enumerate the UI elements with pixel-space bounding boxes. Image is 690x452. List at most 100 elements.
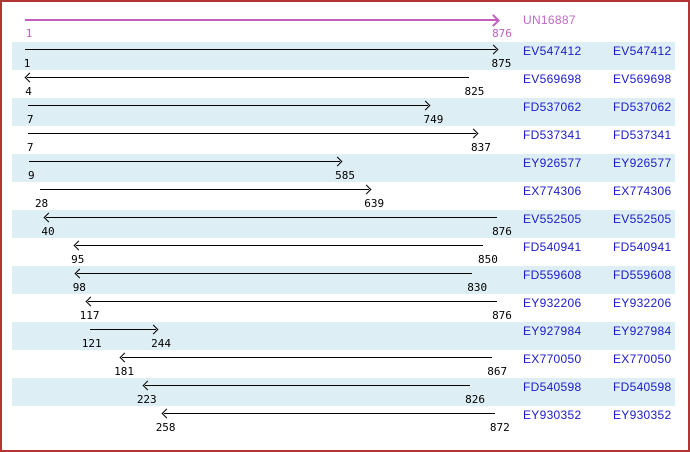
alignment-arrow[interactable] [24,72,470,83]
alignment-row: 9 585 EY926577 EY926577 [12,154,675,182]
alignment-end-coord: 837 [471,141,491,154]
accession-link-secondary[interactable]: FD537062 [613,100,672,114]
alignment-row: 258 872 EY930352 EY930352 [12,406,675,434]
alignment-start-coord: 223 [136,393,157,406]
alignment-arrow[interactable] [29,156,343,167]
reference-row: 1 876 UN16887 [2,2,688,42]
accession-link-secondary[interactable]: FD540598 [613,380,672,394]
alignment-arrow[interactable] [74,268,473,279]
arrowhead-left-icon [85,296,96,307]
arrowhead-right-icon [468,128,479,139]
alignment-row: 223 826 FD540598 FD540598 [12,378,675,406]
alignment-end-coord: 825 [464,85,485,98]
alignment-end-coord: 850 [478,253,498,266]
accession-link-secondary[interactable]: EY926577 [613,156,672,170]
reference-arrow [25,14,500,27]
alignment-arrow[interactable] [28,100,431,111]
accession-link-secondary[interactable]: EV547412 [613,44,672,58]
alignment-end-coord: 876 [492,309,512,322]
alignment-start-coord: 181 [114,365,135,378]
alignment-arrow[interactable] [142,380,471,391]
alignment-end-coord: 585 [335,169,355,182]
alignment-arrow[interactable] [43,212,497,223]
accession-link-secondary[interactable]: EY930352 [613,408,672,422]
accession-link-secondary[interactable]: EY932206 [613,296,672,310]
arrowhead-left-icon [43,212,54,223]
accession-link[interactable]: EX770050 [523,352,582,366]
alignment-arrow[interactable] [89,324,159,335]
accession-link[interactable]: EV569698 [523,72,582,86]
reference-accession-link[interactable]: UN16887 [523,13,576,27]
alignment-start-coord: 9 [28,169,35,182]
arrowhead-right-icon [148,324,159,335]
accession-link[interactable]: EV552505 [523,212,582,226]
alignment-row: 4 825 EV569698 EV569698 [12,70,675,98]
alignment-arrow[interactable] [119,352,493,363]
accession-link[interactable]: FD537341 [523,128,582,142]
alignment-row: 7 749 FD537062 FD537062 [12,98,675,126]
alignment-start-coord: 121 [81,337,102,350]
accession-link-secondary[interactable]: FD559608 [613,268,672,282]
alignment-start-coord: 95 [71,253,85,266]
alignment-start-coord: 4 [25,85,32,98]
alignment-start-coord: 117 [79,309,100,322]
alignment-row: 117 876 EY932206 EY932206 [12,294,675,322]
arrowhead-left-icon [73,240,84,251]
arrowhead-right-icon [487,14,500,27]
accession-link[interactable]: FD537062 [523,100,582,114]
alignment-start-coord: 28 [34,197,49,210]
arrowhead-left-icon [161,408,172,419]
alignment-end-coord: 876 [492,225,512,238]
alignment-row: 28 639 EX774306 EX774306 [12,182,675,210]
alignment-arrow[interactable] [25,44,499,55]
alignment-end-coord: 749 [423,113,444,126]
alignment-start-coord: 258 [155,421,176,434]
accession-link-secondary[interactable]: EV552505 [613,212,672,226]
alignment-row: 1 875 EV547412 EV547412 [12,42,675,70]
alignment-end-coord: 244 [151,337,172,350]
accession-link[interactable]: EX774306 [523,184,582,198]
alignment-end-coord: 872 [489,421,510,434]
alignment-row: 181 867 EX770050 EX770050 [12,350,675,378]
alignment-row: 40 876 EV552505 EV552505 [12,210,675,238]
alignment-start-coord: 7 [26,113,34,126]
alignment-start-coord: 98 [72,281,86,294]
arrowhead-left-icon [142,380,153,391]
alignment-start-coord: 7 [26,141,34,154]
accession-link-secondary[interactable]: EX774306 [613,184,672,198]
alignment-arrow[interactable] [28,128,479,139]
alignment-row: 98 830 FD559608 FD559608 [12,266,675,294]
alignment-arrow[interactable] [39,184,372,195]
accession-link[interactable]: EY930352 [523,408,582,422]
accession-link[interactable]: FD559608 [523,268,582,282]
alignment-arrow[interactable] [85,296,497,307]
alignment-end-coord: 875 [491,57,512,70]
accession-link[interactable]: EY926577 [523,156,582,170]
arrowhead-left-icon [119,352,130,363]
alignment-arrow[interactable] [161,408,495,419]
arrowhead-left-icon [24,72,35,83]
alignment-start-coord: 40 [41,225,55,238]
accession-link-secondary[interactable]: EY927984 [613,324,672,338]
accession-link-secondary[interactable]: EX770050 [613,352,672,366]
accession-link[interactable]: FD540941 [523,240,582,254]
accession-link-secondary[interactable]: FD537341 [613,128,672,142]
accession-link[interactable]: FD540598 [523,380,582,394]
accession-link-secondary[interactable]: FD540941 [613,240,672,254]
alignment-end-coord: 830 [467,281,488,294]
accession-link[interactable]: EY932206 [523,296,582,310]
alignment-arrow[interactable] [73,240,483,251]
reference-end-coord: 876 [492,27,512,40]
alignment-row: 7 837 FD537341 FD537341 [12,126,675,154]
arrowhead-right-icon [489,44,499,55]
accession-link[interactable]: EV547412 [523,44,582,58]
alignment-row: 121 244 EY927984 EY927984 [12,322,675,350]
alignment-start-coord: 1 [23,57,31,70]
accession-link-secondary[interactable]: EV569698 [613,72,672,86]
alignment-end-coord: 867 [487,365,508,378]
alignment-end-coord: 639 [364,197,385,210]
alignment-end-coord: 826 [465,393,485,406]
accession-link[interactable]: EY927984 [523,324,582,338]
reference-start-coord: 1 [25,27,33,40]
